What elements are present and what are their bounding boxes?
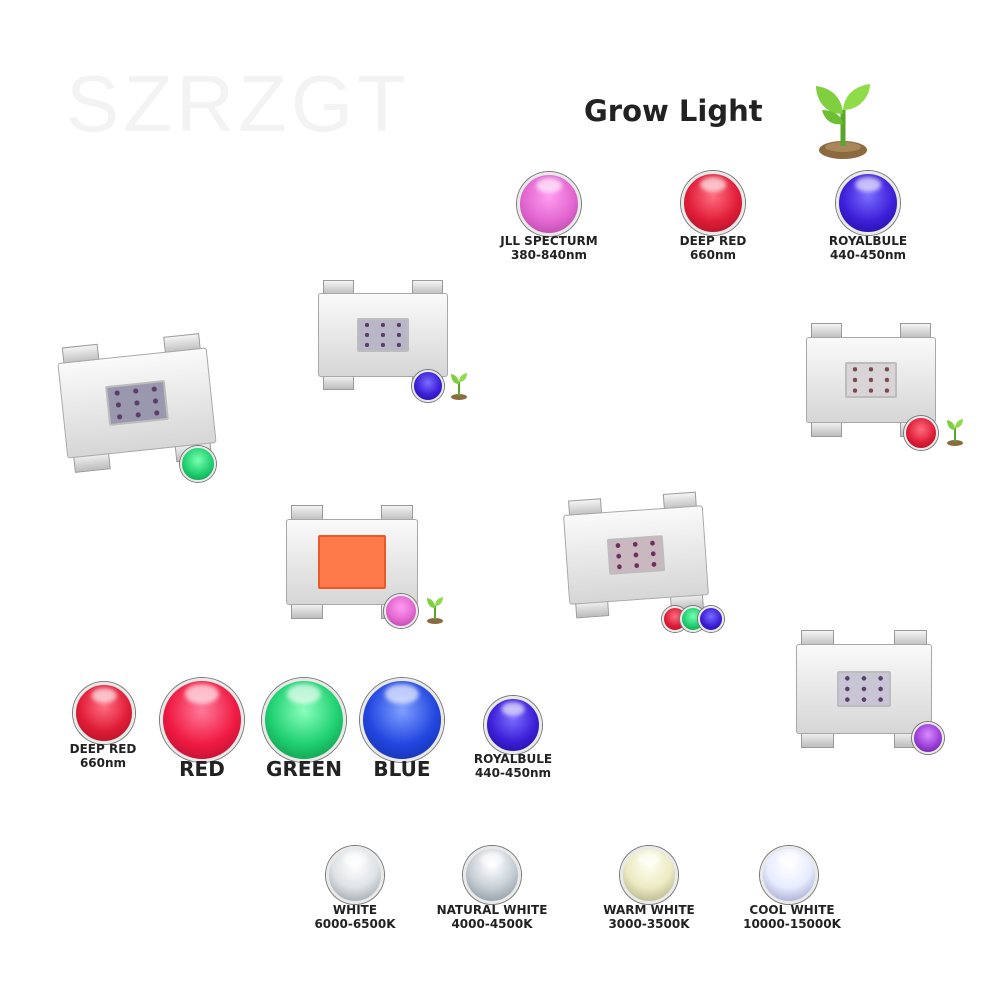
deep-red-swatch bbox=[681, 171, 745, 235]
cool-white-swatch bbox=[760, 846, 818, 904]
royal-blue-name: ROYALBULE bbox=[828, 234, 908, 248]
sprout-icon bbox=[427, 597, 443, 624]
royal-blue-value: 440-450nm bbox=[829, 248, 907, 263]
warm-white-value: 3000-3500K bbox=[608, 917, 690, 932]
royal-blue-label: ROYALBULE 440-450nm bbox=[808, 234, 928, 262]
white-name: WHITE bbox=[332, 903, 378, 917]
watermark: SZRZGT bbox=[66, 59, 410, 148]
jll-spectrum-name: JLL SPECTURM bbox=[500, 234, 598, 248]
deep-red-option-value: 660nm bbox=[79, 756, 127, 771]
royal-blue-swatch bbox=[836, 171, 900, 235]
deep-red-label: DEEP RED 660nm bbox=[660, 234, 766, 262]
green-option-swatch bbox=[262, 678, 346, 762]
royal-blue-option-value: 440-450nm bbox=[474, 766, 552, 781]
sprout-icon bbox=[816, 84, 870, 159]
deep-red-name: DEEP RED bbox=[679, 234, 747, 248]
white-value: 6000-6500K bbox=[314, 917, 396, 932]
full-spectrum-chip bbox=[286, 505, 418, 619]
white-label: WHITE 6000-6500K bbox=[296, 903, 414, 931]
natural-white-label: NATURAL WHITE 4000-4500K bbox=[416, 903, 568, 931]
white-swatch bbox=[326, 846, 384, 904]
deep-red-badge bbox=[904, 416, 938, 450]
sprout-icon bbox=[947, 419, 963, 446]
purple-badge bbox=[912, 722, 944, 754]
green-badge bbox=[180, 446, 216, 482]
rgb-chip bbox=[562, 491, 710, 619]
red-option-swatch bbox=[160, 678, 244, 762]
cool-white-value: 10000-15000K bbox=[743, 917, 841, 932]
warm-white-label: WARM WHITE 3000-3500K bbox=[586, 903, 712, 931]
natural-white-name: NATURAL WHITE bbox=[436, 903, 548, 917]
jll-spectrum-swatch bbox=[517, 172, 581, 236]
warm-white-swatch bbox=[620, 846, 678, 904]
natural-white-swatch bbox=[463, 846, 521, 904]
purple-chip bbox=[796, 630, 932, 748]
cool-white-name: COOL WHITE bbox=[749, 903, 835, 917]
blue-option-swatch bbox=[360, 678, 444, 762]
deep-red-option-label: DEEP RED 660nm bbox=[54, 742, 152, 770]
natural-white-value: 4000-4500K bbox=[451, 917, 533, 932]
blue-option-label: BLUE bbox=[373, 757, 431, 781]
deep-red-option-name: DEEP RED bbox=[69, 742, 137, 756]
jll-spectrum-badge bbox=[384, 594, 418, 628]
blue-badge bbox=[698, 606, 724, 632]
jll-spectrum-label: JLL SPECTURM 380-840nm bbox=[486, 234, 612, 262]
royal-blue-badge bbox=[412, 370, 444, 402]
royal-blue-option-swatch bbox=[484, 696, 542, 754]
jll-spectrum-value: 380-840nm bbox=[510, 248, 588, 263]
royal-blue-option-label: ROYALBULE 440-450nm bbox=[452, 752, 574, 780]
green-option-label: GREEN bbox=[266, 757, 342, 781]
cool-white-label: COOL WHITE 10000-15000K bbox=[726, 903, 858, 931]
sprout-icon bbox=[451, 373, 467, 400]
royal-blue-option-name: ROYALBULE bbox=[473, 752, 553, 766]
deep-red-value: 660nm bbox=[689, 248, 737, 263]
deep-red-option-swatch bbox=[73, 682, 135, 744]
red-option-label: RED bbox=[179, 757, 225, 781]
warm-white-name: WARM WHITE bbox=[603, 903, 695, 917]
page-title: Grow Light bbox=[584, 94, 763, 128]
